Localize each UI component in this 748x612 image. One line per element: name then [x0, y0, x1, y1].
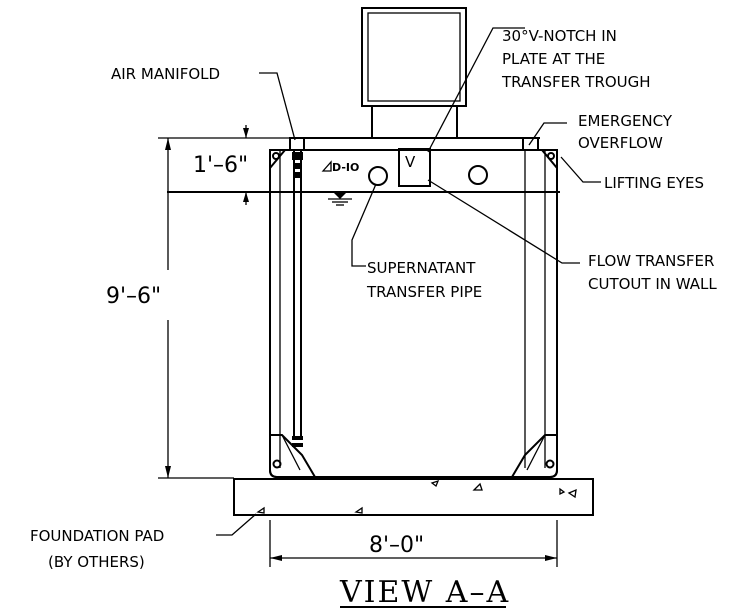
- supernatant-label-line2: TRANSFER PIPE: [366, 283, 482, 301]
- foundation-pad-label-line1: FOUNDATION PAD: [30, 527, 164, 545]
- width-dimension-line: [269, 520, 558, 567]
- emergency-overflow: [468, 165, 488, 185]
- freeboard-dimension-line: [243, 125, 249, 205]
- manufacturer-logo: D-IO: [321, 160, 359, 174]
- supernatant-label-line1: SUPERNATANT: [367, 259, 476, 277]
- supernatant-transfer-pipe: [368, 166, 388, 186]
- tank-body: [167, 150, 560, 478]
- v-notch-label-line1: 30°V-NOTCH IN: [502, 27, 617, 45]
- height-dimension-line: [158, 137, 290, 479]
- freeboard-dimension-text: 1'–6": [193, 153, 248, 178]
- width-dimension-text: 8'–0": [369, 533, 424, 558]
- water-level-mark: [328, 193, 352, 206]
- flow-transfer-label-line1: FLOW TRANSFER: [588, 252, 714, 270]
- air-manifold-pipe: [292, 150, 303, 447]
- emergency-overflow-label-line2: OVERFLOW: [578, 134, 663, 152]
- v-notch-label-line2: PLATE AT THE: [502, 50, 605, 68]
- emergency-overflow-label-line1: EMERGENCY: [578, 112, 673, 130]
- v-notch-plate: V: [398, 148, 431, 187]
- logo-text: D-IO: [332, 161, 359, 174]
- leader-lines: [216, 27, 601, 536]
- air-manifold-label: AIR MANIFOLD: [111, 65, 220, 83]
- corner-gussets: [269, 149, 558, 478]
- flow-transfer-label-line2: CUTOUT IN WALL: [588, 275, 717, 293]
- foundation-pad-label-line2: (BY OTHERS): [48, 553, 145, 571]
- v-notch-label-line3: TRANSFER TROUGH: [501, 73, 651, 91]
- view-title: VIEW A–A: [339, 575, 510, 610]
- height-dimension-text: 9'–6": [106, 284, 161, 309]
- v-notch-mark: V: [405, 153, 416, 171]
- top-signboard: [361, 7, 467, 138]
- foundation-pad: [233, 478, 594, 516]
- lifting-eyes-label: LIFTING EYES: [604, 174, 704, 192]
